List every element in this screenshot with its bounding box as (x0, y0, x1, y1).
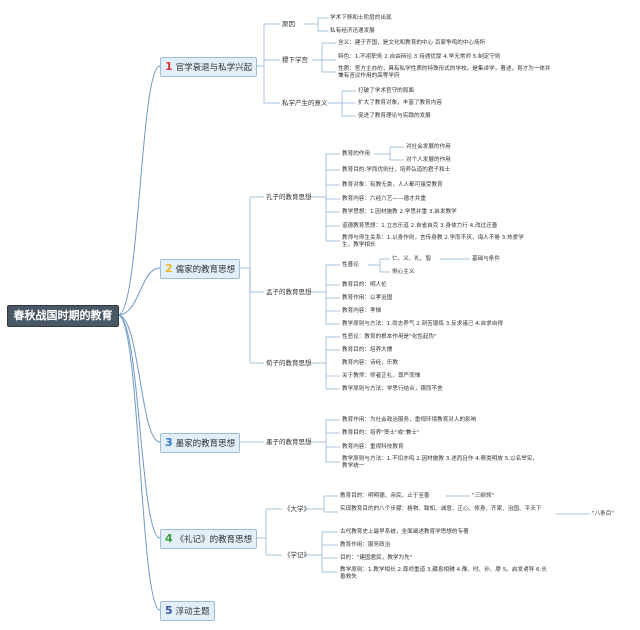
branch-4[interactable]: 4《礼记》的教育思想 (160, 529, 258, 549)
b2-xunzi[interactable]: 荀子的教育思想 (266, 359, 312, 367)
b2-xingshan[interactable]: 性善论 (342, 262, 359, 268)
b3-item-2[interactable]: 教育目的：培养"贤士"或"兼士" (342, 430, 420, 436)
b1-jixia-item-3[interactable]: 性质：官方主办的，具有私学性质的特殊形式的学校。是集讲学，著述，育才为一体并兼有… (338, 66, 551, 79)
b1-yuanyin[interactable]: 原因 (282, 20, 295, 28)
branch-5-number: 5 (165, 604, 173, 617)
b2-kongzi-item-5[interactable]: 道德教育思想：1.立志乐道 2.自省自克 3.身体力行 4.改过迁善 (342, 223, 498, 229)
b2-zuoyong[interactable]: 教育的作用 (342, 151, 370, 157)
b2-xunzi-item-3[interactable]: 教育内容：诗经，乐教 (342, 360, 398, 366)
b2-xingshan-item-1[interactable]: 仁、义、礼、智 (392, 256, 432, 262)
b2-zuoyong-item-2[interactable]: 对个人发展的作用 (406, 157, 451, 163)
branch-2-label: 儒家的教育思想 (175, 265, 236, 275)
b4-sanganglin[interactable]: "三纲领" (472, 493, 494, 499)
b2-kongzi-item-3[interactable]: 教育内容：六经六艺——德才并重 (342, 196, 426, 202)
b2-xingshan-item-2[interactable]: 恻心主义 (392, 269, 415, 275)
b4-xueji-item-3[interactable]: 目的："建国君民，教学为先" (340, 555, 413, 561)
branch-4-label: 《礼记》的教育思想 (175, 535, 253, 545)
branch-1-label: 官学衰退与私学兴起 (175, 63, 253, 73)
b2-kongzi-item-6[interactable]: 教师与师生关系：1.以身作则，言传身教 2.学而不厌，诲人不倦 3.热爱学生，教… (342, 235, 524, 248)
b2-kongzi-item-4[interactable]: 教学思想：1.因材施教 2.学思并重 3.启发教学 (342, 209, 457, 215)
b1-jixia-item-2[interactable]: 特色：1.不拒职务 2.自由辩论 3.待遇优厚 4.学无常师 5.制定守则 (338, 54, 501, 60)
b4-xueji-item-1[interactable]: 古代教育史上最早系统，全面阐述教育学思想的专著 (340, 529, 469, 535)
b4-xueji-item-4[interactable]: 教学原则：1.教学相长 2.尊师重道 3.藏息相辅 4.豫、时、孙、摩 5。启发… (340, 567, 547, 580)
branch-2-number: 2 (165, 262, 173, 275)
b2-xunzi-item-2[interactable]: 教育目的：培养大儒 (342, 347, 393, 353)
b2-mengzi-item-1[interactable]: 教育目的：明人伦 (342, 282, 387, 288)
branch-1-number: 1 (165, 60, 173, 73)
b4-baxiang[interactable]: 实现教育目的的八个步骤：格物、致知、诚意、正心、修身、齐家、治国、平天下 (340, 506, 542, 512)
b2-xunzi-item-5[interactable]: 教学原则与方法：学思行结合，锲而不舍 (342, 386, 443, 392)
root-topic[interactable]: 春秋战国时期的教育 (7, 305, 119, 327)
b2-kongzi[interactable]: 孔子的教育思想 (266, 193, 312, 201)
branch-5-label: 浮动主题 (175, 607, 210, 617)
branch-4-number: 4 (165, 532, 173, 545)
b2-mengzi[interactable]: 孟子的教育思想 (266, 288, 312, 296)
b2-mengzi-item-2[interactable]: 教育作用：以孝治国 (342, 295, 393, 301)
b4-mudi[interactable]: 教育目的：明明德、亲民、止于至善 (340, 493, 430, 499)
b2-mengzi-item-4[interactable]: 教学原则与方法：1.尚志养气 2.刻苦锻炼 3.反求诸己 4.自求自得 (342, 321, 503, 327)
b2-kongzi-item-1[interactable]: 教育目的:学而优则仕，培养弘道的君子和士 (342, 167, 451, 173)
b1-yuanyin-item-2[interactable]: 私有经济迅速发展 (330, 28, 375, 34)
b1-yiyi-item-2[interactable]: 扩大了教育对象，丰富了教育内容 (358, 100, 442, 106)
b1-jixia[interactable]: 稷下学宫 (282, 56, 308, 64)
b2-xunzi-item-1[interactable]: 性恶论：教育的根本作用是"化性起伪" (342, 334, 437, 340)
b4-xueji[interactable]: 《学记》 (284, 551, 310, 559)
b1-yiyi-item-1[interactable]: 打破了学术官守的局面 (358, 88, 414, 94)
b1-yiyi[interactable]: 私学产生的意义 (282, 99, 328, 107)
b1-yiyi-item-3[interactable]: 促进了教育理论与实践的发展 (358, 113, 431, 119)
b1-yuanyin-item-1[interactable]: 学术下移和士阶层的出现 (330, 15, 392, 21)
b3-item-1[interactable]: 教育作用：为社会政治服务，重视环境教育对人的影响 (342, 417, 477, 423)
b2-kongzi-item-2[interactable]: 教育对象：有教无类，人人都可接受教育 (342, 182, 443, 188)
b1-jixia-item-1[interactable]: 含义：建于齐国，是文化和教育的中心 百家争鸣的中心场所 (338, 40, 486, 46)
branch-3-number: 3 (165, 436, 173, 449)
b3-item-4[interactable]: 教学原则与方法：1.不扣亦鸣 2.因材施教 3.述而且作 4.察类明故 5.以名… (342, 456, 539, 469)
b2-jichu[interactable]: 基础与条件 (472, 256, 500, 262)
branch-3-label: 墨家的教育思想 (175, 439, 236, 449)
b4-xueji-item-2[interactable]: 教育作用：服务政治 (340, 542, 391, 548)
b2-mengzi-item-3[interactable]: 教育内容：孝悌 (342, 308, 382, 314)
b2-zuoyong-item-1[interactable]: 对社会发展的作用 (406, 144, 451, 150)
b4-batiaomu[interactable]: "八条目" (592, 511, 614, 517)
b2-xunzi-item-4[interactable]: 关于教师：师者正礼，尊严而惮 (342, 373, 421, 379)
b3-mozi[interactable]: 墨子的教育思想 (266, 438, 312, 446)
b4-daxue[interactable]: 《大学》 (284, 505, 310, 513)
b3-item-3[interactable]: 教育内容：重视科技教育 (342, 444, 404, 450)
